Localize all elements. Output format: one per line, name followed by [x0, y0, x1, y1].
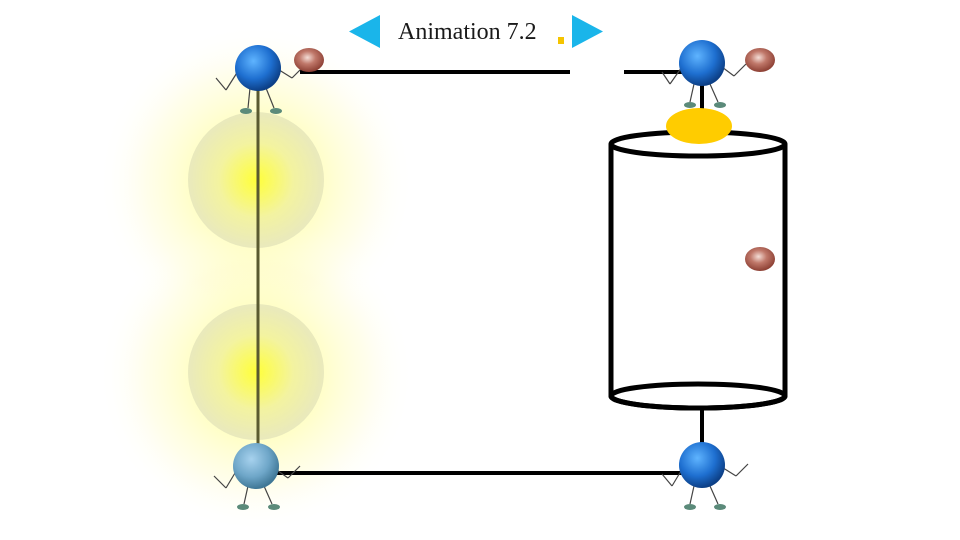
- cylinder-cell: [608, 129, 788, 411]
- triangle-left-icon: [349, 15, 380, 48]
- page-title: Animation 7.2: [398, 19, 537, 45]
- bulb-lower: [188, 304, 324, 440]
- next-button[interactable]: [572, 15, 604, 49]
- electron-top-right: [661, 40, 747, 108]
- triangle-right-icon: [572, 15, 603, 48]
- electron-bottom-left: [213, 443, 301, 510]
- ion-in-cell: [745, 247, 775, 271]
- ion-top-right: [745, 48, 775, 72]
- previous-button[interactable]: [349, 15, 381, 49]
- bulb-upper: [188, 112, 324, 248]
- electron-bottom-right: [661, 442, 749, 510]
- wires: [256, 70, 704, 475]
- ion-top-left: [294, 48, 324, 72]
- title-marker: [558, 37, 564, 44]
- electron-top-left: [215, 45, 303, 114]
- cell-cap: [666, 108, 732, 144]
